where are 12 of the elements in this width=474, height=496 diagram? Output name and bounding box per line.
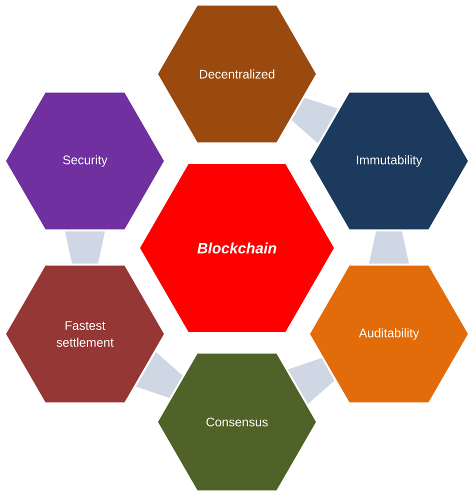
hexagon: Immutability bbox=[310, 92, 468, 230]
hexagon: Security bbox=[6, 92, 164, 230]
central-hexagon: Blockchain bbox=[140, 164, 334, 332]
connector-band bbox=[136, 352, 183, 398]
hexagon: Fastest settlement bbox=[6, 266, 164, 402]
hexagon: Auditability bbox=[310, 266, 468, 402]
connector-band bbox=[288, 358, 335, 404]
connector-band bbox=[369, 231, 409, 264]
connector-band bbox=[292, 98, 338, 144]
connector-band bbox=[65, 231, 105, 264]
hexagon: Consensus bbox=[158, 354, 316, 490]
hexagon: Decentralized bbox=[158, 6, 316, 142]
